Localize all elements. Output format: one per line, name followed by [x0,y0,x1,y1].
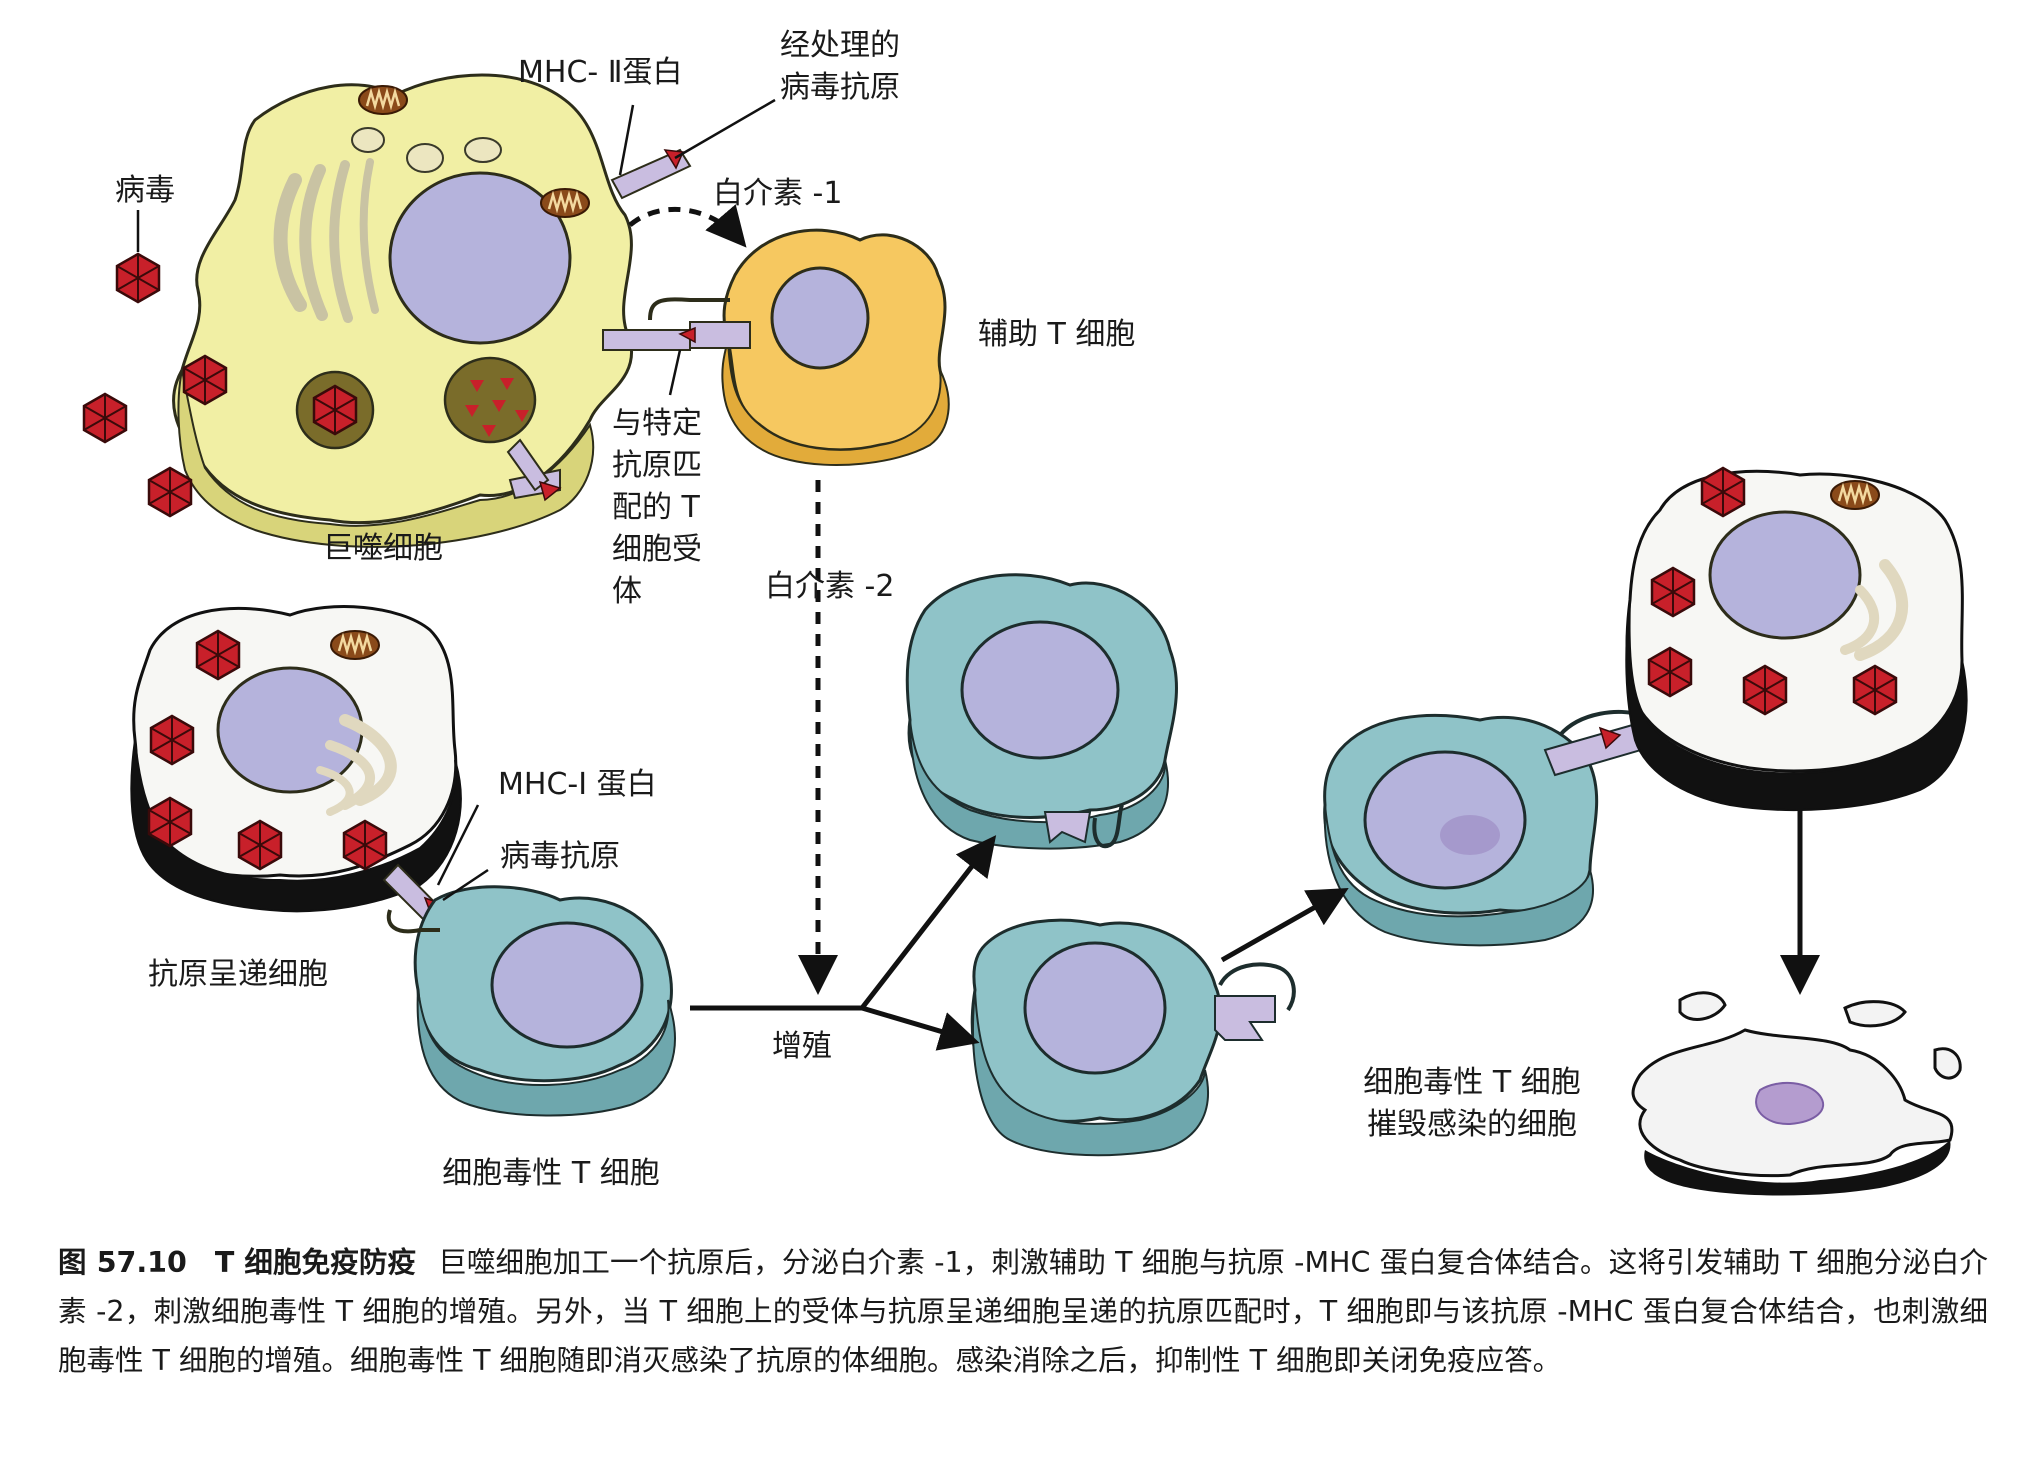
antigen-presenting-cell [130,605,462,934]
figure-caption: 图 57.10 T 细胞免疫防疫巨噬细胞加工一个抗原后，分泌白介素 -1，刺激辅助… [58,1238,1988,1385]
cytotoxic-t-cell-clone [970,918,1296,1157]
receptor-label-line3: 配的 T [612,490,701,525]
mhc2-label: MHC- Ⅱ蛋白 [518,55,683,90]
destroyed-cell [1631,991,1962,1196]
caption-figure-number: 图 57.10 [58,1246,187,1279]
caption-title: T 细胞免疫防疫 [214,1246,417,1279]
leader-line [436,804,480,886]
leader-line [618,104,635,176]
attacking-cytotoxic-t-cell [1323,709,1660,947]
caption-text: 巨噬细胞加工一个抗原后，分泌白介素 -1，刺激辅助 T 细胞与抗原 -MHC 蛋… [58,1246,1989,1377]
virus-icon [147,466,193,518]
processed-antigen-label-line2: 病毒抗原 [780,70,900,105]
infected-body-cell [1625,466,1968,811]
il2-label: 白介素 -2 [765,569,894,604]
leader-line [442,868,489,902]
proliferation-label: 增殖 [772,1029,832,1064]
virus-icon [115,252,161,304]
il1-label: 白介素 -1 [713,176,842,211]
receptor-label-line2: 抗原匹 [612,448,702,483]
receptor-label-line4: 细胞受 [612,532,702,567]
proliferation-arrow-down [861,1005,980,1051]
helper-t-label: 辅助 T 细胞 [978,317,1135,352]
receptor-label-line5: 体 [612,574,642,609]
proliferation-arrow-up [860,835,997,1010]
viral-antigen-label: 病毒抗原 [500,839,620,874]
leader-line [674,98,776,160]
t-cell-immunity-diagram: 病毒 MHC- Ⅱ蛋白 经处理的 病毒抗原 白介素 -1 辅助 T 细胞 与特定… [82,28,1968,1196]
il1-arrow [628,204,747,248]
virus-label: 病毒 [115,173,175,208]
helper-t-cell [648,228,950,466]
apc-label: 抗原呈递细胞 [148,957,328,992]
cytotoxic-t-label: 细胞毒性 T 细胞 [442,1156,659,1191]
macrophage-cell [172,73,692,548]
cytotoxic-t-cell-clone [905,573,1178,850]
destroy-label-line2: 摧毁感染的细胞 [1367,1107,1577,1142]
mhc1-label: MHC-I 蛋白 [498,767,657,802]
leader-line [668,349,682,396]
attack-arrow [1220,888,1349,963]
destroy-label-line1: 细胞毒性 T 细胞 [1363,1065,1580,1100]
processed-antigen-label-line1: 经处理的 [780,28,900,63]
cytotoxic-t-cell [386,885,676,1117]
virus-icon [82,392,128,444]
receptor-label-line1: 与特定 [612,406,702,441]
macrophage-label: 巨噬细胞 [323,531,443,566]
